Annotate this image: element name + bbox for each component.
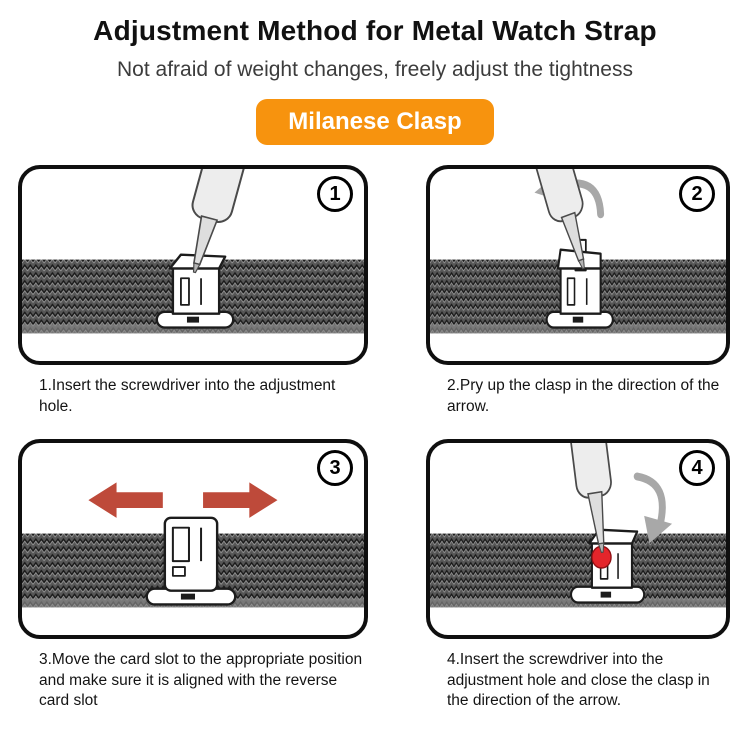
- step-3-illustration: [22, 482, 364, 608]
- clasp-icon: [545, 238, 614, 329]
- screwdriver-icon: [191, 169, 253, 274]
- curved-arrow-icon: [633, 472, 673, 544]
- screwdriver-icon: [527, 169, 585, 270]
- step-1: 1 1.Insert the screwdriver into the adju…: [18, 165, 368, 417]
- slide-left-arrow-icon: [88, 482, 163, 519]
- step-2-illustration: [430, 169, 726, 334]
- step-3-panel: 3: [18, 439, 368, 640]
- slide-right-arrow-icon: [203, 482, 278, 519]
- step-number-badge: 2: [679, 176, 715, 212]
- step-4-illustration: [430, 443, 726, 608]
- step-2-caption: 2.Pry up the clasp in the direction of t…: [447, 377, 720, 415]
- step-2-panel: 2: [426, 165, 730, 365]
- step-2: 2 2.Pry up the clasp in the direction of…: [426, 165, 730, 417]
- step-1-panel: 1: [18, 165, 368, 365]
- step-3-caption: 3.Move the card slot to the appropriate …: [39, 651, 363, 710]
- step-number-badge: 3: [317, 450, 353, 487]
- page-title: Adjustment Method for Metal Watch Strap: [93, 15, 657, 46]
- screwdriver-icon: [566, 443, 612, 554]
- step-4-panel: 4: [426, 439, 730, 640]
- step-4: 4 4.Insert the screwdriver into the adju…: [426, 439, 730, 712]
- step-number-badge: 4: [679, 450, 715, 487]
- steps-grid: 1 1.Insert the screwdriver into the adju…: [18, 165, 732, 712]
- page-subtitle: Not afraid of weight changes, freely adj…: [117, 58, 633, 81]
- step-1-caption: 1.Insert the screwdriver into the adjust…: [39, 377, 336, 415]
- clasp-type-badge: Milanese Clasp: [256, 99, 494, 145]
- clasp-icon: [145, 516, 237, 606]
- page-header: Adjustment Method for Metal Watch Strap …: [0, 0, 750, 145]
- step-1-illustration: [22, 169, 364, 334]
- step-number-badge: 1: [317, 176, 353, 212]
- step-3: 3 3.Move the card slot to the appropriat…: [18, 439, 368, 712]
- step-4-caption: 4.Insert the screwdriver into the adjust…: [447, 651, 710, 710]
